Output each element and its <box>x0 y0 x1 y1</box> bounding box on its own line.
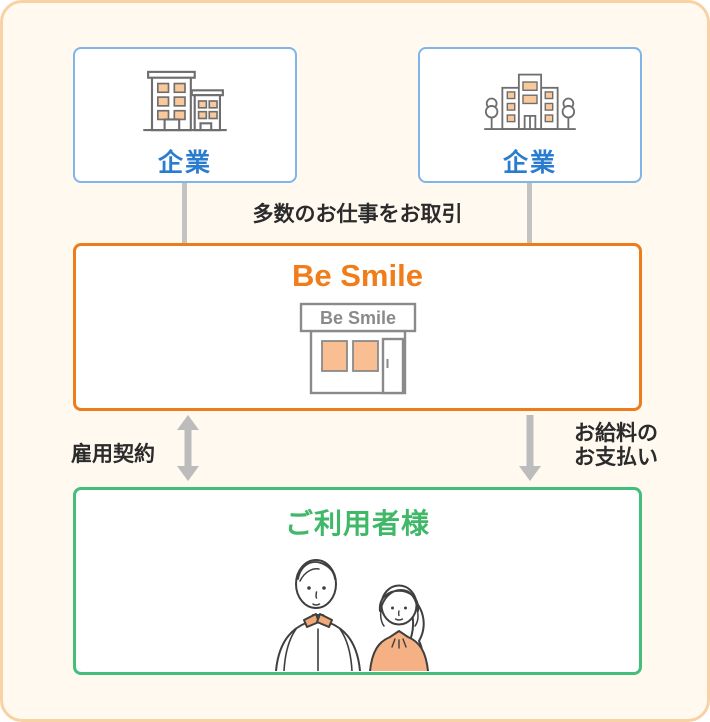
office-building-icon <box>143 70 227 132</box>
company-box-right: 企業 <box>418 47 642 183</box>
tree-icon <box>484 97 499 130</box>
company-box-left: 企業 <box>73 47 297 183</box>
users-title: ご利用者様 <box>284 508 430 539</box>
woman-figure <box>368 584 429 671</box>
salary-payment-label: お給料の お支払い <box>574 422 658 470</box>
company-label-right: 企業 <box>502 149 557 177</box>
employment-contract-label: 雇用契約 <box>71 443 155 466</box>
company-label-left: 企業 <box>157 149 212 177</box>
company-building-trees-icon <box>484 73 576 130</box>
connector-line-left <box>182 183 187 243</box>
besmile-title: Be Smile <box>292 258 423 293</box>
salary-payment-line2: お支払い <box>574 446 658 470</box>
tree-icon <box>561 97 576 130</box>
people-icon <box>274 559 429 671</box>
users-box: ご利用者様 <box>73 487 642 675</box>
storefront-icon: Be Smile <box>299 302 416 395</box>
storefront-sign-text: Be Smile <box>319 308 395 328</box>
double-arrow-icon <box>177 415 199 481</box>
trade-label: 多数のお仕事をお取引 <box>252 203 463 226</box>
connector-line-right <box>527 183 532 243</box>
salary-payment-line1: お給料の <box>574 422 658 445</box>
down-arrow-icon <box>519 415 541 481</box>
man-figure <box>274 559 361 671</box>
besmile-box: Be Smile Be Smile <box>73 243 642 411</box>
